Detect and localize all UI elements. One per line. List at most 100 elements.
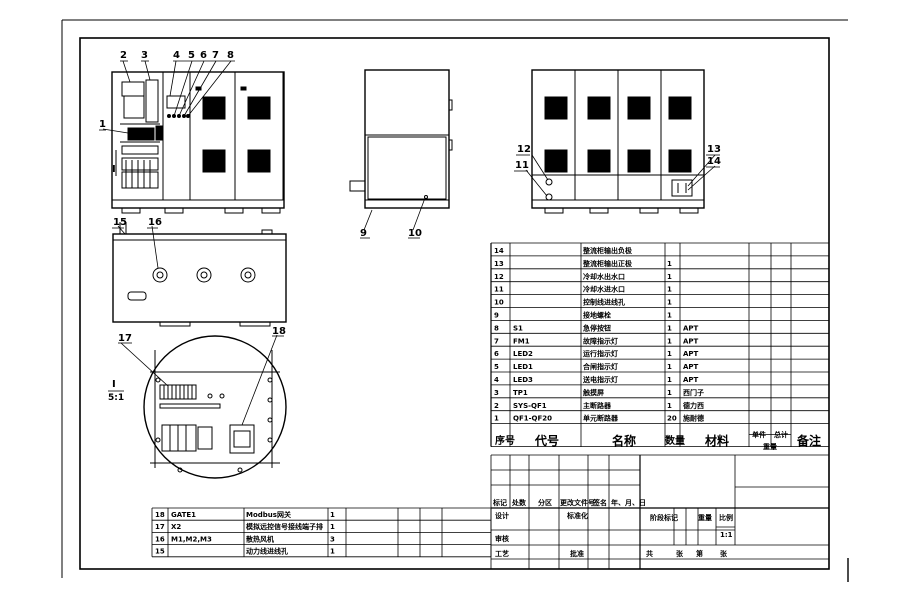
callout-16: 16 [148, 217, 162, 228]
approve-label: 批准 [570, 549, 584, 558]
callout-17: 17 [118, 333, 132, 344]
lower-row-qty: 1 [330, 511, 335, 519]
bom-row-no: 14 [494, 247, 504, 255]
lower-row-qty: 1 [330, 548, 335, 556]
callout-11: 11 [515, 160, 529, 171]
bom-row-name: 送电指示灯 [582, 375, 618, 384]
bom-row-code: SYS-QF1 [513, 402, 547, 410]
top-view [112, 222, 287, 327]
detail-view [143, 335, 287, 479]
bom-row-name: 合闸指示灯 [582, 362, 618, 371]
bom-row-name: 运行指示灯 [583, 349, 618, 358]
bom-row-no: 3 [494, 389, 499, 397]
bom-row-no: 10 [494, 299, 504, 307]
bom-row-code: LED3 [513, 376, 533, 384]
bom-row-code: LED1 [513, 363, 533, 371]
bom-row-material: APT [683, 324, 699, 332]
weight-label: 重量 [698, 513, 712, 522]
bom-header: 序号 代号 名称 数量 材料 单件 总计 重量 备注 [495, 430, 821, 451]
bom-row-material: 西门子 [683, 388, 704, 397]
process-label: 工艺 [495, 549, 509, 558]
bom-row-qty: 1 [667, 389, 672, 397]
bom-row-no: 13 [494, 260, 504, 268]
review-label: 审核 [495, 534, 509, 543]
callout-7: 7 [212, 50, 219, 61]
bom-row-name: 冷却水进水口 [583, 285, 625, 294]
callout-10: 10 [408, 228, 422, 239]
bom-row-no: 2 [494, 402, 499, 410]
header-no: 序号 [495, 434, 515, 447]
bom-row-name: 主断路器 [583, 401, 612, 410]
callout-9: 9 [360, 228, 367, 239]
rev-date: 年、月、日 [611, 498, 646, 507]
callout-2: 2 [120, 50, 127, 61]
rev-sign: 签名 [592, 498, 607, 507]
bom-row-no: 1 [494, 415, 499, 423]
bom-row-qty: 1 [667, 324, 672, 332]
bom-row-qty: 1 [667, 376, 672, 384]
lower-row-code: M1,M2,M3 [171, 535, 212, 543]
bom-row-no: 12 [494, 273, 504, 281]
bom-row-name: 冷却水出水口 [583, 272, 625, 281]
bom-row-no: 6 [494, 350, 499, 358]
bom-row-name: 急停按钮 [583, 323, 611, 332]
callout-18: 18 [272, 326, 286, 337]
callout-4: 4 [173, 50, 180, 61]
bom-row-qty: 1 [667, 402, 672, 410]
header-total-weight: 总计 [774, 430, 788, 439]
bom-row-name: 整流柜输出负极 [582, 246, 633, 255]
bom-row-code: QF1-QF20 [513, 415, 552, 423]
header-unit-weight: 单件 [752, 430, 766, 439]
sheet-no-label: 第 [696, 549, 703, 558]
sheets-label: 张 [676, 549, 684, 558]
bom-row-qty: 1 [667, 337, 672, 345]
bom-row-no: 8 [494, 324, 499, 332]
design-label: 设计 [495, 511, 509, 520]
sheet-label: 张 [720, 549, 728, 558]
title-block: 标记 处数 分区 更改文件号 签名 年、月、日 设计 标准化 审核 工艺 批准 … [490, 454, 829, 569]
lower-row-name: 模拟远控信号接线端子排 [246, 522, 323, 531]
callout-12: 12 [517, 144, 531, 155]
bom-row-qty: 1 [667, 286, 672, 294]
header-remark: 备注 [796, 433, 821, 448]
sheet-border [61, 19, 849, 582]
callout-1: 1 [99, 119, 106, 130]
rev-mark: 标记 [492, 498, 507, 507]
side-view [349, 69, 453, 209]
lower-row-code: X2 [171, 523, 181, 531]
header-code: 代号 [534, 433, 559, 448]
bom-row-name: 单元断路器 [583, 414, 619, 423]
header-material: 材料 [704, 433, 729, 448]
bom-row-no: 5 [494, 363, 499, 371]
total-label: 共 [646, 549, 653, 558]
bom-row-code: FM1 [513, 337, 530, 345]
scale-value: 1:1 [720, 531, 733, 539]
bom-row-no: 9 [494, 312, 499, 320]
bom-row-qty: 1 [667, 299, 672, 307]
stage-mark-label: 阶段标记 [650, 513, 678, 522]
bom-row-material: 德力西 [683, 401, 704, 410]
detail-label: I [112, 379, 116, 390]
header-weight: 重量 [763, 442, 777, 451]
scale-label: 比例 [719, 513, 733, 522]
bom-row-name: 触摸屏 [582, 388, 604, 397]
bom-row-qty: 1 [667, 363, 672, 371]
standardize-label: 标准化 [566, 511, 588, 520]
bom-row-code: LED2 [513, 350, 533, 358]
callout-labels: 2 3 4 5 6 7 8 1 I 9 10 12 11 13 14 15 16… [99, 50, 721, 403]
lower-row-code: GATE1 [171, 511, 196, 519]
callout-6: 6 [200, 50, 207, 61]
callout-3: 3 [141, 50, 148, 61]
bom-row-no: 11 [494, 286, 504, 294]
callout-15: 15 [113, 217, 127, 228]
bom-row-name: 接地螺栓 [583, 311, 611, 320]
bom-row-name: 故障指示灯 [583, 336, 618, 345]
lower-row-no: 16 [155, 535, 165, 543]
bom-row-material: APT [683, 337, 699, 345]
bom-row-material: APT [683, 363, 699, 371]
lower-row-name: 动力线进线孔 [246, 547, 288, 556]
bom-row-qty: 20 [667, 415, 677, 423]
